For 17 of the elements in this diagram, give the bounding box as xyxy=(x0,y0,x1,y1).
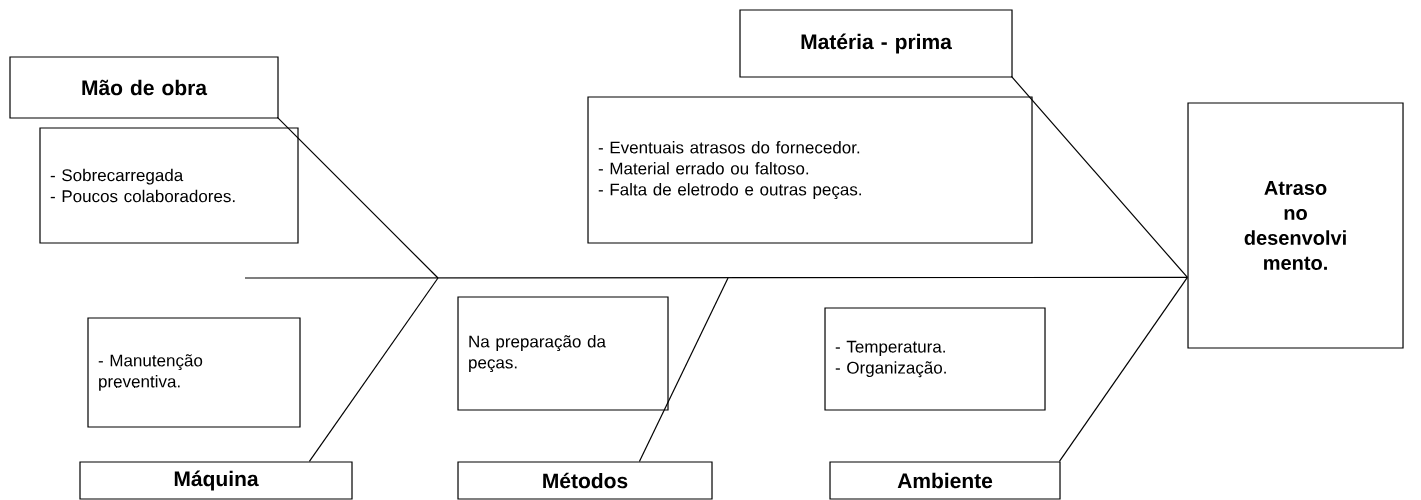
branch-line xyxy=(1058,276,1188,462)
category-box: Métodos xyxy=(457,461,713,500)
branch-line xyxy=(638,277,729,462)
category-box: Matéria - prima xyxy=(739,9,1013,78)
branch-line xyxy=(1010,75,1188,278)
category-box: Ambiente xyxy=(829,461,1061,500)
cause-box: - Eventuais atrasos do fornecedor. - Material errado ou faltoso. - Falta de eletrodo e outras peças. xyxy=(587,96,1033,244)
cause-box: - Manutenção preventiva. xyxy=(87,317,301,428)
category-box: Máquina xyxy=(79,461,353,500)
branch-line xyxy=(244,276,1188,279)
category-box: Mão de obra xyxy=(9,56,279,119)
effect-box: Atraso no desenvolvi mento. xyxy=(1187,102,1404,349)
cause-box: - Sobrecarregada - Poucos colaboradores. xyxy=(39,127,299,244)
branch-line xyxy=(276,116,439,279)
branch-line xyxy=(308,277,439,462)
cause-box: Na preparação da peças. xyxy=(457,296,669,411)
cause-box: - Temperatura. - Organização. xyxy=(824,307,1046,411)
